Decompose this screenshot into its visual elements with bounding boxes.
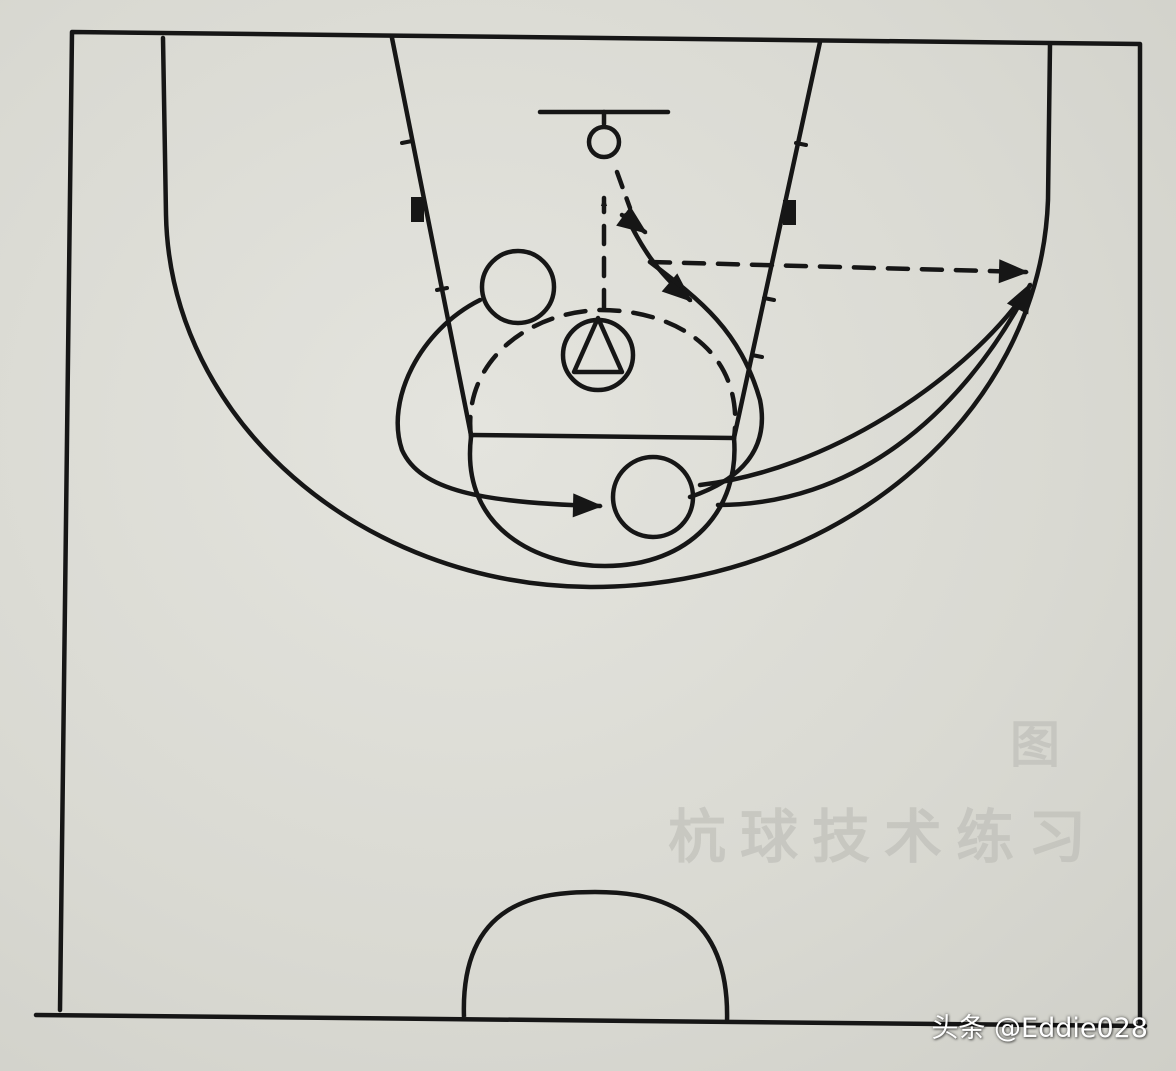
free-throw-circle-solid bbox=[467, 434, 737, 569]
rebound-dash bbox=[614, 169, 633, 211]
half-court-line bbox=[33, 1012, 1148, 1029]
rim bbox=[586, 124, 622, 160]
wing-curve-path bbox=[715, 282, 1033, 508]
player-offense-bottom bbox=[610, 454, 696, 540]
watermark-text: 头条 @Eddie028 bbox=[931, 1013, 1148, 1044]
lane-right-line bbox=[731, 39, 823, 441]
free-throw-line bbox=[468, 432, 737, 441]
lane-hash-marks bbox=[400, 139, 808, 359]
pass-to-wing bbox=[647, 259, 1029, 284]
bleed-through-title: 杭球技术练习 bbox=[668, 803, 1101, 871]
three-point-line bbox=[160, 35, 1053, 590]
triangle-icon bbox=[571, 315, 625, 375]
free-throw-circle-dashed bbox=[467, 307, 738, 441]
bleed-through-figure-label: 图 bbox=[1010, 716, 1074, 774]
lane-block-marks bbox=[411, 197, 796, 225]
court-boundary bbox=[57, 29, 1143, 1028]
wing-curve-inner bbox=[697, 297, 1023, 488]
loop-cut-path bbox=[395, 297, 603, 518]
center-circle-arc bbox=[461, 889, 730, 1023]
player-triangle-marker bbox=[560, 317, 636, 393]
swing-path bbox=[647, 259, 765, 500]
lane-left-line bbox=[389, 35, 474, 438]
cut-head-upper bbox=[616, 206, 648, 235]
player-offense-left bbox=[479, 248, 557, 326]
